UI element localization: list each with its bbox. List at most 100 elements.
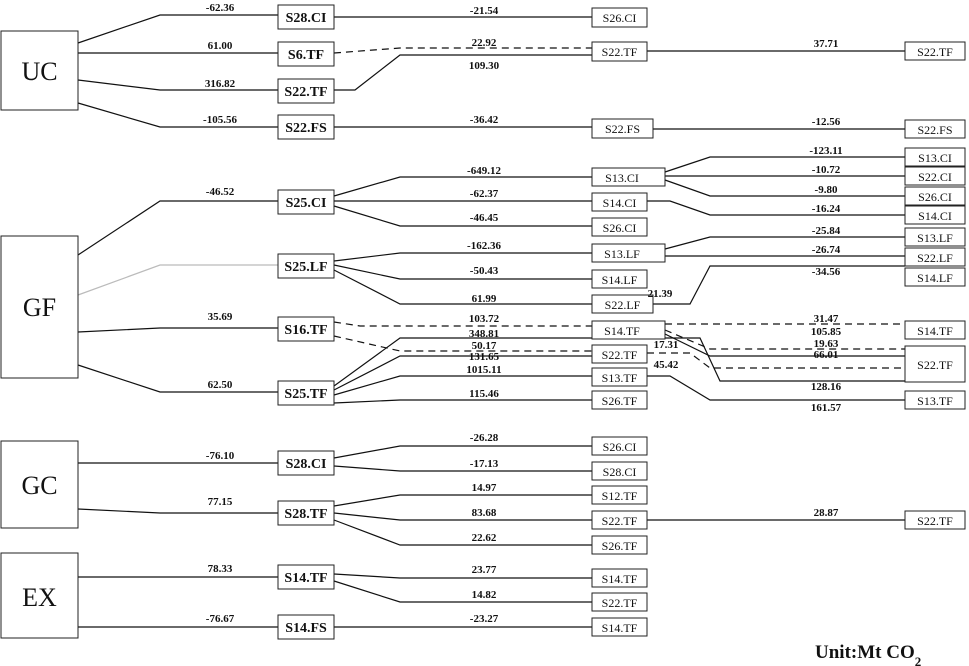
flow-value: -21.54 [470, 5, 499, 17]
node-l2-s28ci-gc: S28.CI [591, 461, 648, 481]
node-l3-s13ci: S13.CI [904, 147, 966, 167]
node-l2-s26ci-gf: S26.CI [591, 217, 648, 237]
level2-nodes: S26.CI S22.TF S22.FS S13.CI S14.CI S26.C… [591, 7, 666, 637]
edge-uc-s28ci [77, 14, 278, 44]
node-label: S13.CI [605, 171, 639, 185]
node-label: S28.CI [286, 457, 327, 472]
node-l2-s14tf-ex2: S14.TF [591, 617, 648, 637]
node-label: S22.TF [602, 596, 638, 610]
flow-values: -62.36 61.00 316.82 -105.56 -46.52 35.69… [203, 2, 843, 625]
flow-value: 115.46 [469, 388, 499, 400]
node-label: S22.FS [605, 122, 640, 136]
node-l2-s13ci: S13.CI [591, 167, 666, 187]
node-label: S22.LF [605, 298, 641, 312]
edge-s13lf-s13lf [664, 236, 905, 250]
flow-value: 1015.11 [466, 364, 501, 376]
edge-s14tf-s22tf-ex [333, 580, 592, 603]
node-label: S22.TF [284, 85, 327, 100]
node-label: S22.FS [917, 123, 952, 137]
node-label: S22.LF [917, 251, 953, 265]
edge-gf-s16tf [77, 327, 278, 333]
node-l3-s22tf-gf: S22.TF [904, 345, 966, 383]
node-l2-s13lf: S13.LF [591, 243, 666, 263]
flow-value: 50.17 [472, 340, 497, 352]
node-s25tf-gf: S25.TF [277, 380, 335, 406]
node-label: S26.CI [603, 440, 637, 454]
edge-s22tf-s22tf [334, 54, 592, 91]
node-l3-s22tf-gc: S22.TF [904, 510, 966, 530]
node-s28tf-gc: S28.TF [277, 500, 335, 526]
flow-value: 348.81 [469, 328, 499, 340]
source-node-gc: GC [0, 440, 79, 529]
flow-value: 35.69 [208, 311, 233, 323]
node-l3-s22ci: S22.CI [904, 166, 966, 186]
flow-value: 161.57 [811, 402, 842, 414]
node-l2-s22tf-ex: S22.TF [591, 592, 648, 612]
node-label: S14.TF [602, 621, 638, 635]
edge-s13ci-s13ci [664, 156, 905, 173]
node-label: S22.TF [917, 514, 953, 528]
edge-s14tf-s22tf-b [664, 333, 905, 357]
flow-value: 31.47 [814, 313, 839, 325]
node-label: S13.CI [918, 151, 952, 165]
edge-s25tf-s13tf [333, 375, 592, 396]
node-label: S13.TF [917, 394, 953, 408]
node-l2-s26ci-gc: S26.CI [591, 436, 648, 456]
edge-gf-s25tf [77, 364, 278, 393]
edge-s25tf-s14tf [333, 337, 592, 387]
node-l2-s14tf-ex: S14.TF [591, 568, 648, 588]
node-label: S28.CI [603, 465, 637, 479]
flow-value: 66.01 [814, 349, 839, 361]
edge-gf-s25lf [77, 264, 278, 296]
flow-value: 17.31 [654, 339, 679, 351]
node-s28ci-gc: S28.CI [277, 450, 335, 476]
node-label: S28.TF [284, 507, 327, 522]
node-l2-s14tf-gf: S14.TF [591, 320, 666, 340]
node-l3-s13tf: S13.TF [904, 390, 966, 410]
edge-s16tf-s22tf [333, 335, 592, 352]
edge-s25lf-s14lf [333, 264, 592, 280]
source-label: EX [22, 583, 57, 612]
flow-value: -25.84 [812, 225, 841, 237]
node-label: S25.TF [284, 387, 327, 402]
node-s22tf-uc: S22.TF [277, 78, 335, 104]
flow-value: -105.56 [203, 114, 237, 126]
node-l3-s22tf-uc: S22.TF [904, 41, 966, 61]
node-label: S22.FS [285, 121, 327, 136]
flow-value: -17.13 [470, 458, 499, 470]
node-label: S22.TF [602, 348, 638, 362]
flow-value: -34.56 [812, 266, 841, 278]
edge-s28tf-s12tf [333, 494, 592, 507]
flow-value: 131.65 [469, 351, 500, 363]
source-label: GF [23, 293, 56, 322]
node-label: S13.LF [604, 247, 640, 261]
node-s28ci-uc: S28.CI [277, 4, 335, 30]
node-label: S14.FS [285, 621, 327, 636]
node-label: S6.TF [288, 48, 324, 63]
node-l2-s22tf-gc: S22.TF [591, 510, 648, 530]
node-l2-s13tf: S13.TF [591, 367, 648, 387]
flow-value: -26.74 [812, 244, 841, 256]
node-label: S16.TF [284, 323, 327, 338]
flow-value: 14.97 [472, 482, 497, 494]
edge-s28ci-s28ci [333, 465, 592, 472]
flow-value: -46.52 [206, 186, 235, 198]
node-label: S14.TF [604, 324, 640, 338]
edge-s28ci-s26ci-gc [333, 445, 592, 459]
flow-value: 61.99 [472, 293, 497, 305]
node-label: S14.TF [284, 571, 327, 586]
edge-uc-s22fs [77, 102, 278, 128]
node-s14fs-ex: S14.FS [277, 614, 335, 640]
node-label: S25.CI [286, 196, 327, 211]
edge-s6tf-s22tf [333, 47, 592, 54]
node-label: S25.LF [284, 260, 327, 275]
node-l3-s14lf: S14.LF [904, 267, 966, 287]
node-s16tf-gf: S16.TF [277, 316, 335, 342]
node-s25ci-gf: S25.CI [277, 189, 335, 215]
flow-value: -76.10 [206, 450, 235, 462]
edge-s25ci-s26ci [333, 205, 592, 227]
flow-value: -16.24 [812, 203, 841, 215]
flow-value: -12.56 [812, 116, 841, 128]
flow-value: 78.33 [208, 563, 233, 575]
level1-nodes: S28.CI S6.TF S22.TF S22.FS S25.CI S25.LF… [277, 4, 335, 640]
